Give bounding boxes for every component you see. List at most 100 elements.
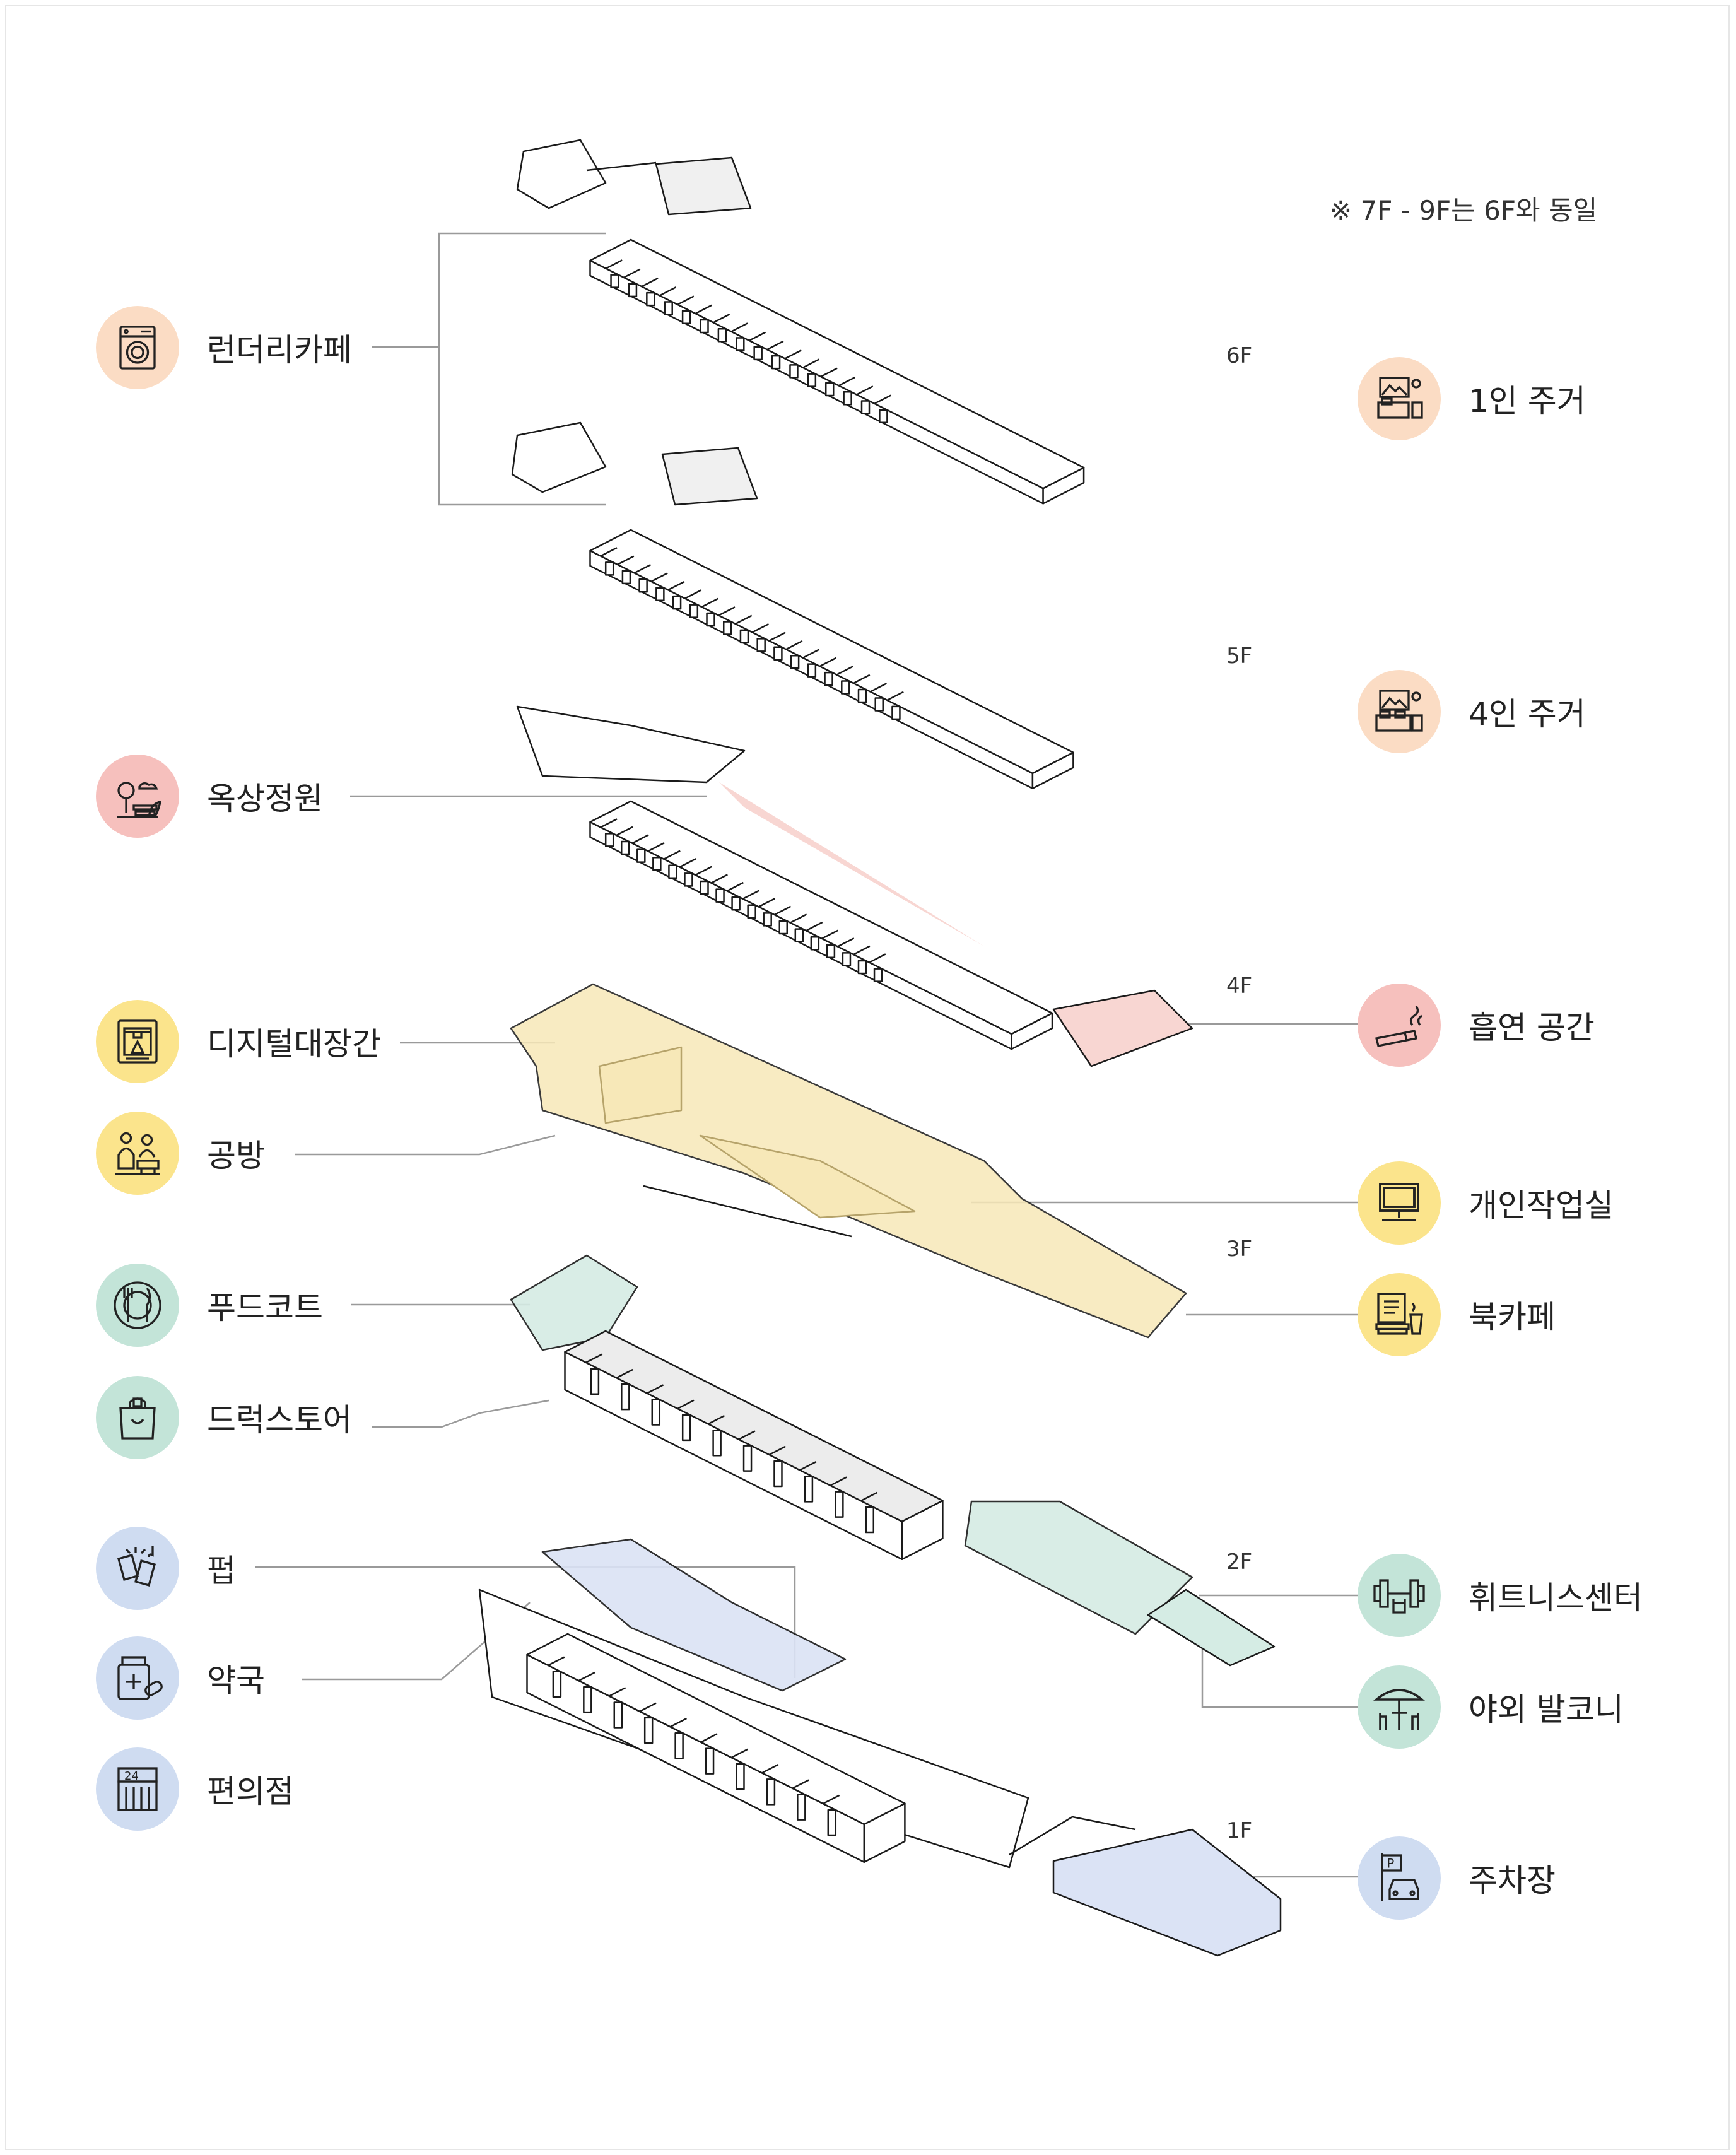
floor-6f-unit-window <box>610 274 619 288</box>
floor-6f-unit-window <box>753 346 763 361</box>
legend-fitness-center: 휘트니스센터 <box>1358 1554 1643 1637</box>
floor-1f-parking <box>1052 1828 1282 1957</box>
floor-2f-bay-partition <box>738 1430 756 1440</box>
floor-5f-unit-partition <box>768 631 786 642</box>
diagram-frame <box>5 5 1730 2150</box>
floor-6f-unit-window <box>717 328 727 343</box>
floor-4f-unit-window <box>794 928 804 942</box>
floor-6f-unit-window <box>771 355 781 370</box>
legend-label: 개인작업실 <box>1469 1187 1614 1224</box>
floor-2f-bay-partition <box>830 1476 847 1486</box>
floor-4f-unit-partition <box>616 826 633 837</box>
floor-plans <box>478 139 1282 1957</box>
floor-5f-unit-window <box>655 587 665 601</box>
floor-6f-unit-partition <box>874 394 891 404</box>
legend-label: 공방 <box>207 1137 265 1174</box>
floor-5f-unit-partition <box>853 674 871 684</box>
floor-5f-unit-partition <box>802 649 820 659</box>
floor-2f-plan <box>564 1330 944 1561</box>
floor-2f-bay-window <box>621 1383 630 1411</box>
floor-6f-plan-floor <box>589 238 1085 490</box>
floor-6f-unit-partition <box>641 277 659 288</box>
floor-5f-unit-window <box>790 654 800 669</box>
floor-4f-unit-partition <box>837 937 855 948</box>
floor-5f-unit-window <box>824 671 833 686</box>
floor-2f-bay-partition <box>677 1399 695 1409</box>
legend-family-housing: 4인 주거 <box>1358 670 1586 753</box>
floor-2f-bay-window <box>712 1429 722 1457</box>
computer-icon <box>1358 1161 1441 1245</box>
legend-label: 1인 주거 <box>1469 383 1586 420</box>
floor-4f-unit-partition <box>742 890 760 900</box>
floor-4f-unit-window <box>636 848 646 863</box>
floor-6f-unit-partition <box>695 304 712 315</box>
cigarette-icon <box>1358 984 1441 1067</box>
floor-4f-unit-window <box>826 944 836 959</box>
floor-1f-retail <box>526 1633 906 1864</box>
floor-5f-unit-window <box>689 604 699 618</box>
floor-5f-plan <box>589 529 1074 790</box>
legend-label: 옥상정원 <box>207 780 323 817</box>
floor-6f-unit-partition <box>784 349 802 360</box>
floor-1f-bay-window <box>736 1763 745 1790</box>
floor-4f-unit-partition <box>600 818 618 828</box>
floor-5f-unit-partition <box>684 589 702 599</box>
floor-4f-unit-window <box>604 833 614 847</box>
floor-6f-unit-partition <box>605 259 623 269</box>
legend-label: 드럭스토어 <box>207 1402 352 1438</box>
floor-2f-bay-partition <box>860 1491 878 1502</box>
legend-outdoor-balcony: 야외 발코니 <box>1358 1665 1624 1749</box>
floor-2f-bay-window <box>804 1476 814 1503</box>
floor-5f-unit-window <box>672 595 682 610</box>
floor-6f-unit-partition <box>856 385 874 396</box>
floor-5f-unit-partition <box>650 572 668 582</box>
floor-6f-core <box>655 156 752 216</box>
floor-6f-unit-partition <box>749 331 766 341</box>
floor-4f-unit-window <box>857 960 867 975</box>
leader-line <box>295 1134 556 1156</box>
floor-6f-unit-window <box>860 400 871 414</box>
floor-2f-bay-window <box>651 1399 661 1426</box>
parking-icon: P <box>1358 1836 1441 1920</box>
legend-craft-workshop: 공방 <box>96 1112 265 1195</box>
floor-5f-unit-window <box>807 663 817 678</box>
legend-label: 휘트니스센터 <box>1469 1580 1643 1616</box>
floor-5f-unit-partition <box>600 547 618 557</box>
floor-6f-unit-partition <box>677 295 695 305</box>
medicine-icon <box>96 1636 179 1720</box>
floor-4f-unit-partition <box>727 881 744 892</box>
legend-pharmacy: 약국 <box>96 1636 265 1720</box>
floor-6f-unit-partition <box>730 322 748 332</box>
floor-2f-bay-partition <box>616 1368 633 1379</box>
legend-drugstore: 드럭스토어 <box>96 1376 352 1459</box>
legend-label: 푸드코트 <box>207 1289 323 1326</box>
legend-label: 펍 <box>207 1553 236 1589</box>
leader-line <box>1201 1628 1358 1708</box>
floor-5f-unit-window <box>874 697 884 712</box>
floor-1f-bay-window <box>643 1717 654 1744</box>
floor-6f-unit-window <box>646 291 655 307</box>
leader-line <box>438 347 606 506</box>
floor-5f-unit-window <box>857 688 867 703</box>
legend-label: 흡연 공간 <box>1469 1009 1595 1046</box>
floor-6f-wing <box>516 139 607 209</box>
floor-4f-unit-window <box>873 968 883 982</box>
floor-1f-bay-window <box>797 1794 806 1821</box>
svg-text:24: 24 <box>124 1770 139 1783</box>
floor-4f-unit-window <box>715 888 725 903</box>
legend-digital-smithy: 디지털대장간 <box>96 1000 381 1083</box>
floor-6f-unit-window <box>843 390 852 406</box>
floor-5f-plan-floor <box>589 529 1074 775</box>
floor-5f-unit-window <box>722 621 732 635</box>
floor-1f-bay-partition <box>823 1794 840 1805</box>
floor-label-2f: 2F <box>1226 1549 1253 1575</box>
legend-label: 야외 발코니 <box>1469 1691 1624 1728</box>
legend-label: 북카페 <box>1469 1299 1556 1336</box>
legend-rooftop-garden: 옥상정원 <box>96 755 323 838</box>
floor-4f-unit-partition <box>790 913 807 924</box>
floor-4f-unit-partition <box>710 874 728 884</box>
floor-1f-bay-partition <box>761 1764 779 1774</box>
floor-4f-smoking-area <box>1052 989 1194 1067</box>
floor-5f-unit-window <box>891 705 901 720</box>
floor-2f-bay-window <box>773 1460 783 1488</box>
